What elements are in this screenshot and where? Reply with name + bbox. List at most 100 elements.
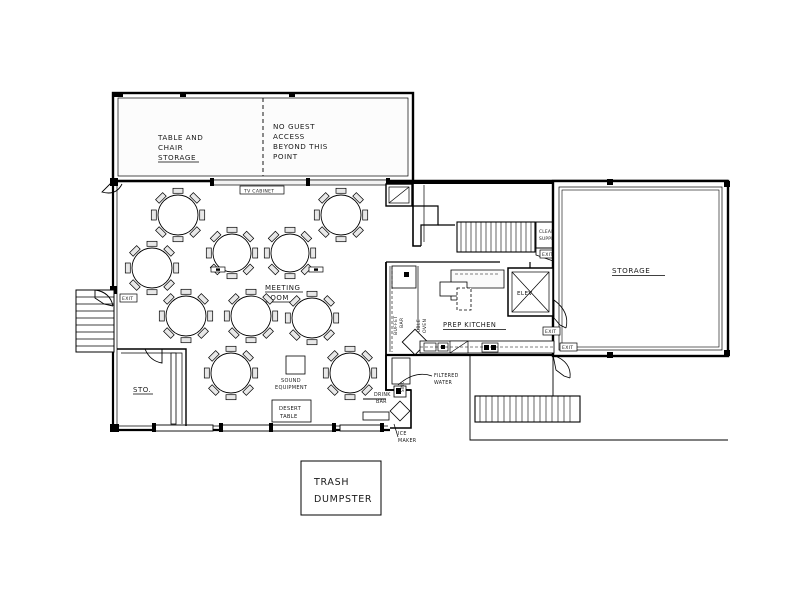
table-top: [157, 194, 199, 236]
chair: [262, 293, 274, 305]
chair: [180, 337, 192, 344]
desert-table-line1: DESERT: [279, 406, 302, 412]
chair: [344, 345, 356, 352]
chair: [327, 384, 339, 396]
chair: [150, 209, 157, 221]
chair: [318, 192, 330, 204]
cleaning-supplies-line2: SUPPLIES: [539, 236, 561, 242]
chair: [203, 367, 210, 379]
chair: [208, 350, 220, 362]
small-storage-room: STO.: [117, 348, 187, 426]
banquet-table: [322, 345, 378, 401]
filtered-water-line2: WATER: [434, 380, 453, 386]
banquet-table: [284, 290, 340, 346]
chair: [323, 295, 335, 307]
sound-equipment: SOUND EQUIPMENT: [275, 355, 308, 391]
sink-label: SINK: [400, 382, 405, 392]
chair: [267, 230, 280, 243]
chair: [262, 327, 274, 339]
table-top: [320, 194, 362, 236]
meeting-room-line1: MEETING: [265, 284, 300, 292]
banquet-table: [313, 187, 369, 243]
buffet-bar-line2: BAR: [399, 317, 405, 328]
drink-bar-line1: DRINK: [374, 392, 391, 398]
sound-equipment-line1: SOUND: [281, 378, 301, 384]
table-top: [212, 233, 252, 273]
sto-label: STO.: [133, 386, 151, 394]
stairs-upper: [456, 221, 536, 253]
chair: [263, 247, 270, 259]
buffet-bar: BUFFET BAR: [391, 265, 417, 352]
chair: [173, 262, 180, 274]
chair: [318, 226, 330, 238]
meeting-room-line2: ROOM: [265, 294, 289, 302]
tv-cabinet: TV CABINET: [239, 185, 285, 195]
chair: [310, 247, 317, 259]
chair: [284, 226, 296, 233]
chair: [197, 293, 209, 305]
prep-kitchen-label: PREP KITCHEN: [443, 321, 496, 329]
table-chair-storage-line3: STORAGE: [158, 153, 196, 162]
chair: [272, 310, 279, 322]
chair: [207, 310, 214, 322]
door-west-exit: [94, 289, 114, 307]
chair: [155, 192, 167, 204]
ice-maker-line2: MAKER: [398, 438, 417, 444]
table-top: [291, 297, 333, 339]
exit-marker-kitchen-east[interactable]: EXIT: [542, 326, 561, 336]
door-swing-sto: [144, 348, 163, 364]
stairs-west: [75, 289, 115, 353]
elevator-shaft: ELEV: [507, 267, 554, 317]
chair: [289, 329, 301, 341]
filtered-water-line1: FILTERED: [434, 373, 459, 379]
exit-marker-kitchen-south[interactable]: EXIT: [559, 342, 578, 352]
chair: [300, 230, 313, 243]
elevator-label: ELEV: [517, 291, 533, 297]
trash-dumpster: TRASH DUMPSTER: [300, 460, 382, 516]
chair: [209, 230, 222, 243]
no-guest-line1: NO GUEST: [273, 122, 315, 131]
upper-closet: [385, 183, 413, 207]
banquet-table-group: [124, 187, 378, 401]
chair: [228, 327, 240, 339]
upper-storage-room: [111, 91, 415, 183]
storage-right-room: STORAGE: [551, 179, 730, 358]
chair: [361, 350, 373, 362]
banquet-table: [263, 226, 317, 280]
desert-table: DESERT TABLE: [271, 399, 312, 423]
chair: [289, 295, 301, 307]
sound-equipment-line2: EQUIPMENT: [275, 385, 308, 391]
chair: [163, 327, 175, 339]
exit-marker-west[interactable]: EXIT: [119, 293, 138, 303]
chair: [163, 245, 175, 257]
chair: [223, 310, 230, 322]
chair: [242, 384, 254, 396]
chair: [228, 293, 240, 305]
exit-label: EXIT: [562, 345, 573, 351]
chair: [245, 337, 257, 344]
chair: [180, 288, 192, 295]
door-upper-left-swing: [101, 180, 123, 194]
chair: [225, 394, 237, 401]
chair: [205, 247, 212, 259]
chair: [129, 245, 141, 257]
no-guest-line2: ACCESS: [273, 132, 305, 141]
chair: [226, 226, 238, 233]
chair: [352, 226, 364, 238]
chair: [197, 327, 209, 339]
chair: [245, 288, 257, 295]
chair: [146, 289, 158, 296]
label-table-chair-storage: TABLE AND CHAIR STORAGE: [157, 133, 203, 163]
chair: [352, 192, 364, 204]
chair: [199, 209, 206, 221]
chair: [322, 367, 329, 379]
ice-maker-line1: ICE: [398, 431, 407, 437]
chair: [306, 339, 318, 346]
chair: [344, 394, 356, 401]
drink-bar-line2: BAR: [376, 399, 387, 405]
chair: [158, 310, 165, 322]
exit-label: EXIT: [122, 296, 133, 302]
chair: [335, 236, 347, 243]
filtered-water-callout: FILTERED WATER: [397, 373, 459, 386]
